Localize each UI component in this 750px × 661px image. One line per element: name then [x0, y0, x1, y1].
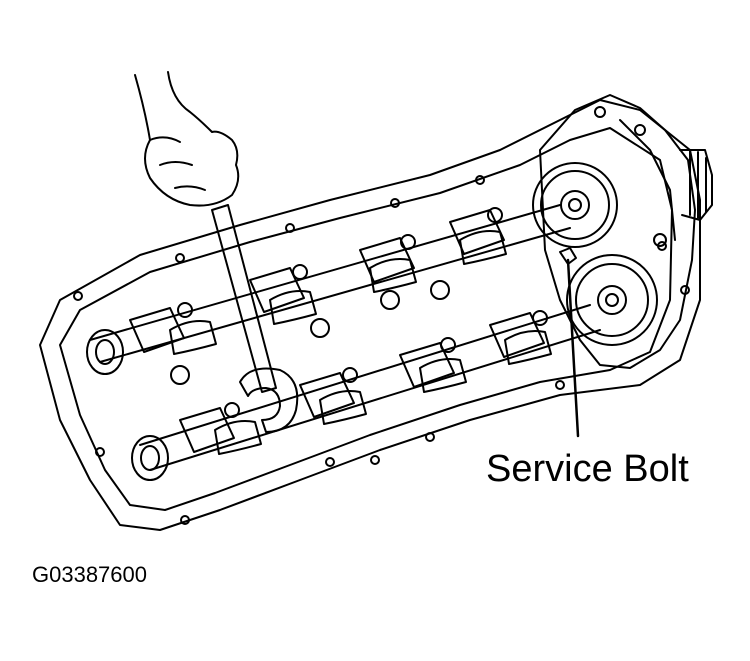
wrench — [212, 205, 297, 432]
figure-code: G03387600 — [32, 562, 147, 587]
gasket-holes — [74, 176, 689, 524]
service-bolt-leader — [568, 260, 578, 436]
cylinder-head-outline — [40, 100, 700, 530]
cylinder-head-inner-rim — [60, 128, 672, 510]
lower-cam-gear — [567, 255, 657, 345]
service-bolt-label: Service Bolt — [486, 448, 689, 490]
bearing-caps — [130, 208, 547, 452]
upper-camshaft — [87, 205, 570, 374]
hand — [135, 72, 238, 206]
timing-cover — [540, 95, 695, 368]
lower-camshaft — [132, 305, 600, 480]
